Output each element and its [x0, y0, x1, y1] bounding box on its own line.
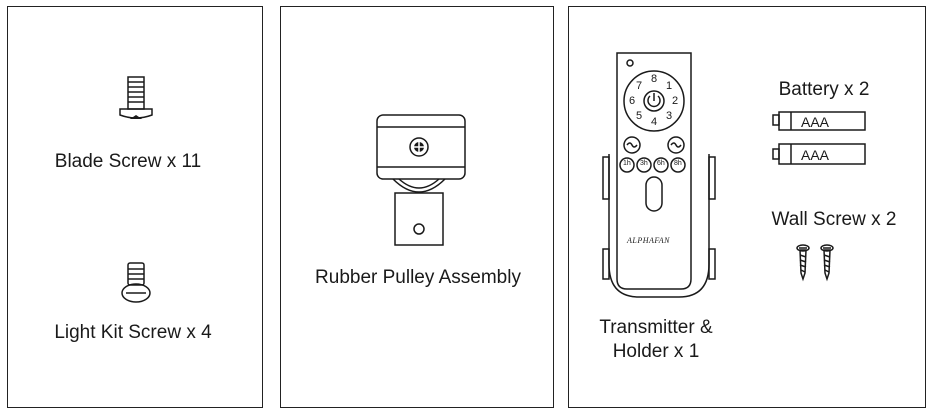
remote-transmitter-icon: [602, 52, 716, 298]
light-kit-screw-icon: [121, 262, 151, 303]
timer-1h: 1h: [623, 160, 631, 167]
battery-label: Battery x 2: [778, 79, 870, 100]
timer-6h: 6h: [657, 160, 665, 167]
battery-cell-label: AAA: [801, 147, 830, 163]
dial-number: 7: [636, 80, 643, 92]
dial-number: 1: [666, 80, 673, 92]
dial-number: 2: [672, 95, 679, 107]
panel-transmitter: 8 1 2 3 4 5 6 7 1h 3h 6h 8h ALPHAFAN Tra…: [568, 6, 926, 408]
brand-text: ALPHAFAN: [627, 236, 670, 245]
wall-screw-icon: [796, 244, 834, 282]
blade-screw-label: Blade Screw x 11: [54, 151, 202, 172]
dial-number: 6: [629, 95, 636, 107]
dial-numbers: 8 1 2 3 4 5 6 7: [599, 49, 719, 169]
panel-rubber-pulley: Rubber Pulley Assembly: [280, 6, 554, 408]
transmitter-label-line2: Holder x 1: [612, 341, 700, 362]
blade-screw-icon: [119, 76, 153, 119]
timer-3h: 3h: [640, 160, 648, 167]
dial-number: 5: [636, 110, 643, 122]
timer-8h: 8h: [674, 160, 682, 167]
battery-cell-label: AAA: [801, 114, 830, 130]
battery-icon: [772, 111, 866, 165]
rubber-pulley-icon: [376, 114, 466, 246]
timer-labels: 1h 3h 6h 8h: [599, 49, 719, 179]
dial-number: 4: [651, 116, 658, 128]
panel-screws: Blade Screw x 11 Light Kit Screw x 4: [7, 6, 263, 408]
light-kit-screw-label: Light Kit Screw x 4: [54, 322, 212, 343]
transmitter-label-line1: Transmitter &: [599, 317, 713, 338]
dial-number: 3: [666, 110, 673, 122]
wall-screw-label: Wall Screw x 2: [771, 209, 897, 230]
rubber-pulley-label: Rubber Pulley Assembly: [315, 267, 521, 288]
dial-number: 8: [651, 73, 658, 85]
